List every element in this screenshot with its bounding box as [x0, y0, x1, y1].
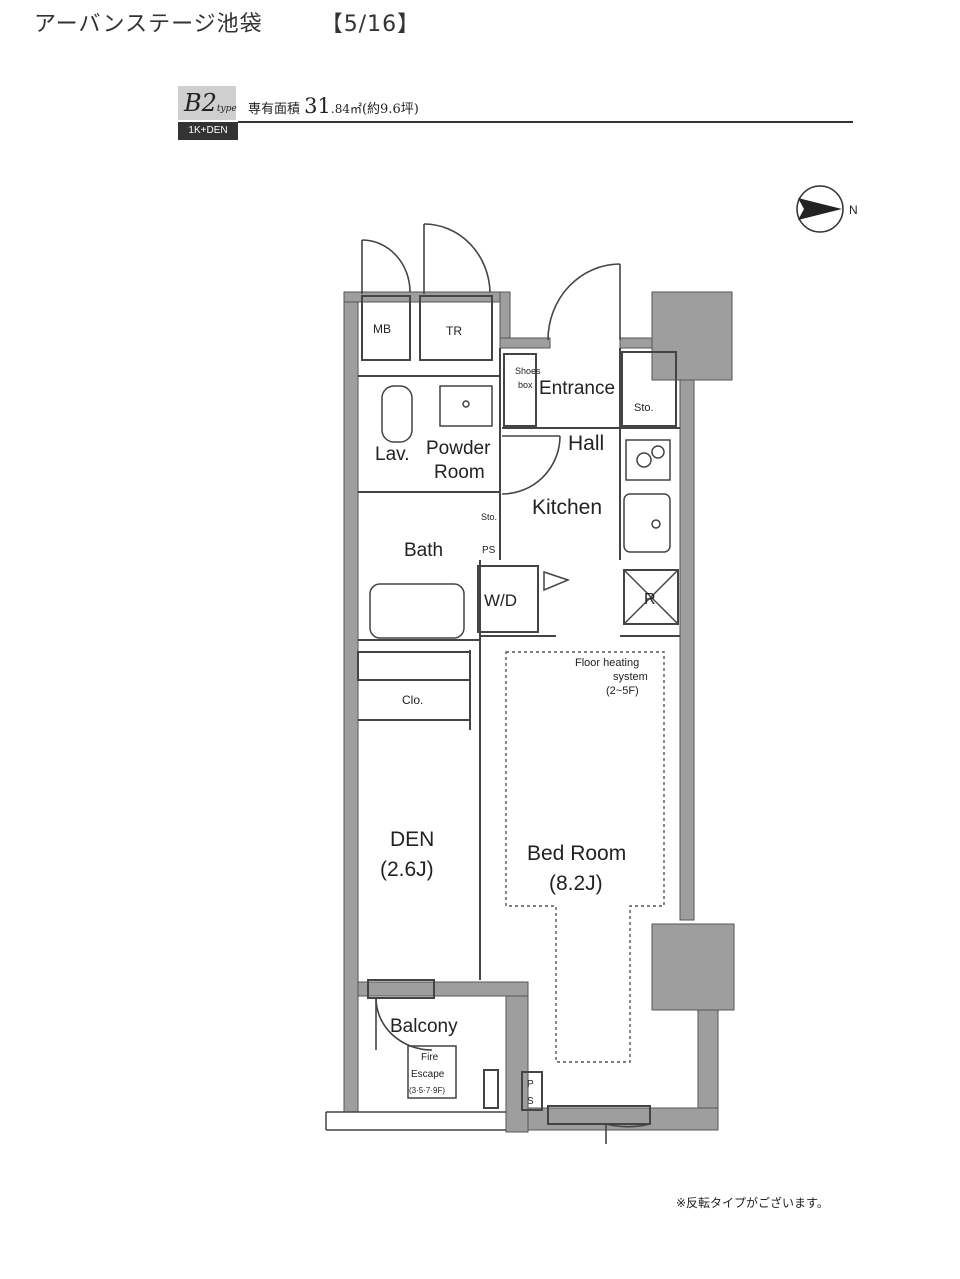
- wd-arrow-icon: [543, 570, 571, 592]
- label-sto-entrance: Sto.: [634, 402, 654, 414]
- label-floor-heating-system: system: [613, 671, 648, 683]
- label-balcony: Balcony: [390, 1016, 458, 1037]
- layout-badge: 1K+DEN: [178, 122, 238, 140]
- room-labels: MB TR Shoes box Entrance Sto. Lav. Powde…: [373, 322, 656, 1107]
- floor-heating-area: [505, 651, 665, 1063]
- label-ps-bath: PS: [482, 545, 496, 556]
- balcony-rail: [325, 1111, 506, 1131]
- label-fire-floors: (3·5·7·9F): [409, 1086, 445, 1095]
- compass-label: N: [849, 203, 858, 217]
- stove-icon: [625, 439, 671, 481]
- bathtub-icon: [369, 583, 465, 639]
- kitchen-sink-icon: [623, 493, 671, 553]
- label-r: R: [644, 591, 656, 608]
- interior-walls: [357, 295, 680, 1125]
- unit-header: B2type 1K+DEN 専有面積 31.84㎡(約9.6坪): [178, 86, 853, 144]
- label-wd: W/D: [484, 591, 517, 610]
- label-powder: Powder: [426, 438, 491, 459]
- label-ps-balcony-p: P: [527, 1079, 534, 1090]
- label-den-size: (2.6J): [380, 858, 434, 881]
- label-ps-balcony-s: S: [527, 1096, 534, 1107]
- unit-type-suffix: type: [216, 104, 237, 114]
- label-floor-heating: Floor heating: [575, 657, 639, 669]
- label-sto-small: Sto.: [481, 512, 497, 522]
- toilet-icon: [381, 385, 413, 443]
- label-entrance: Entrance: [539, 378, 615, 399]
- label-shoes: Shoes: [515, 366, 541, 376]
- footnote: ※反転タイプがございます。: [676, 1196, 829, 1210]
- sink-icon: [439, 385, 493, 427]
- area-tsubo: (約9.6坪): [361, 102, 419, 117]
- header-rule: [238, 121, 853, 123]
- area-decimal: .84㎡: [330, 102, 362, 116]
- building-name: アーバンステージ池袋: [34, 12, 263, 37]
- label-den: DEN: [390, 828, 434, 851]
- area-label: 専有面積: [248, 102, 301, 117]
- label-escape: Escape: [411, 1069, 445, 1080]
- listing-title: アーバンステージ池袋 【5/16】: [34, 6, 420, 38]
- label-hall: Hall: [568, 432, 604, 455]
- fire-escape-hatch: [407, 1045, 457, 1099]
- area-integer: 31: [304, 94, 331, 118]
- label-bed-room: Bed Room: [527, 842, 626, 865]
- floor-area: 専有面積 31.84㎡(約9.6坪): [248, 94, 419, 118]
- label-shoes-box: box: [518, 380, 533, 390]
- unit-type-code: B2: [184, 89, 217, 117]
- label-fire: Fire: [421, 1052, 439, 1063]
- fixtures: [369, 385, 679, 639]
- compass-icon: N: [796, 185, 858, 233]
- page-number: 【5/16】: [320, 12, 421, 37]
- label-kitchen: Kitchen: [532, 496, 602, 519]
- label-bath: Bath: [404, 540, 443, 561]
- unit-type-badge: B2type: [178, 86, 237, 120]
- label-lav: Lav.: [375, 444, 410, 465]
- label-mb: MB: [373, 322, 391, 336]
- label-bed-size: (8.2J): [549, 872, 603, 895]
- label-floor-heating-floors: (2~5F): [606, 685, 639, 697]
- label-powder-room: Room: [434, 462, 485, 483]
- exterior-walls: [343, 291, 735, 1133]
- label-clo: Clo.: [402, 693, 423, 707]
- doors: [361, 223, 651, 1144]
- label-tr: TR: [446, 324, 462, 338]
